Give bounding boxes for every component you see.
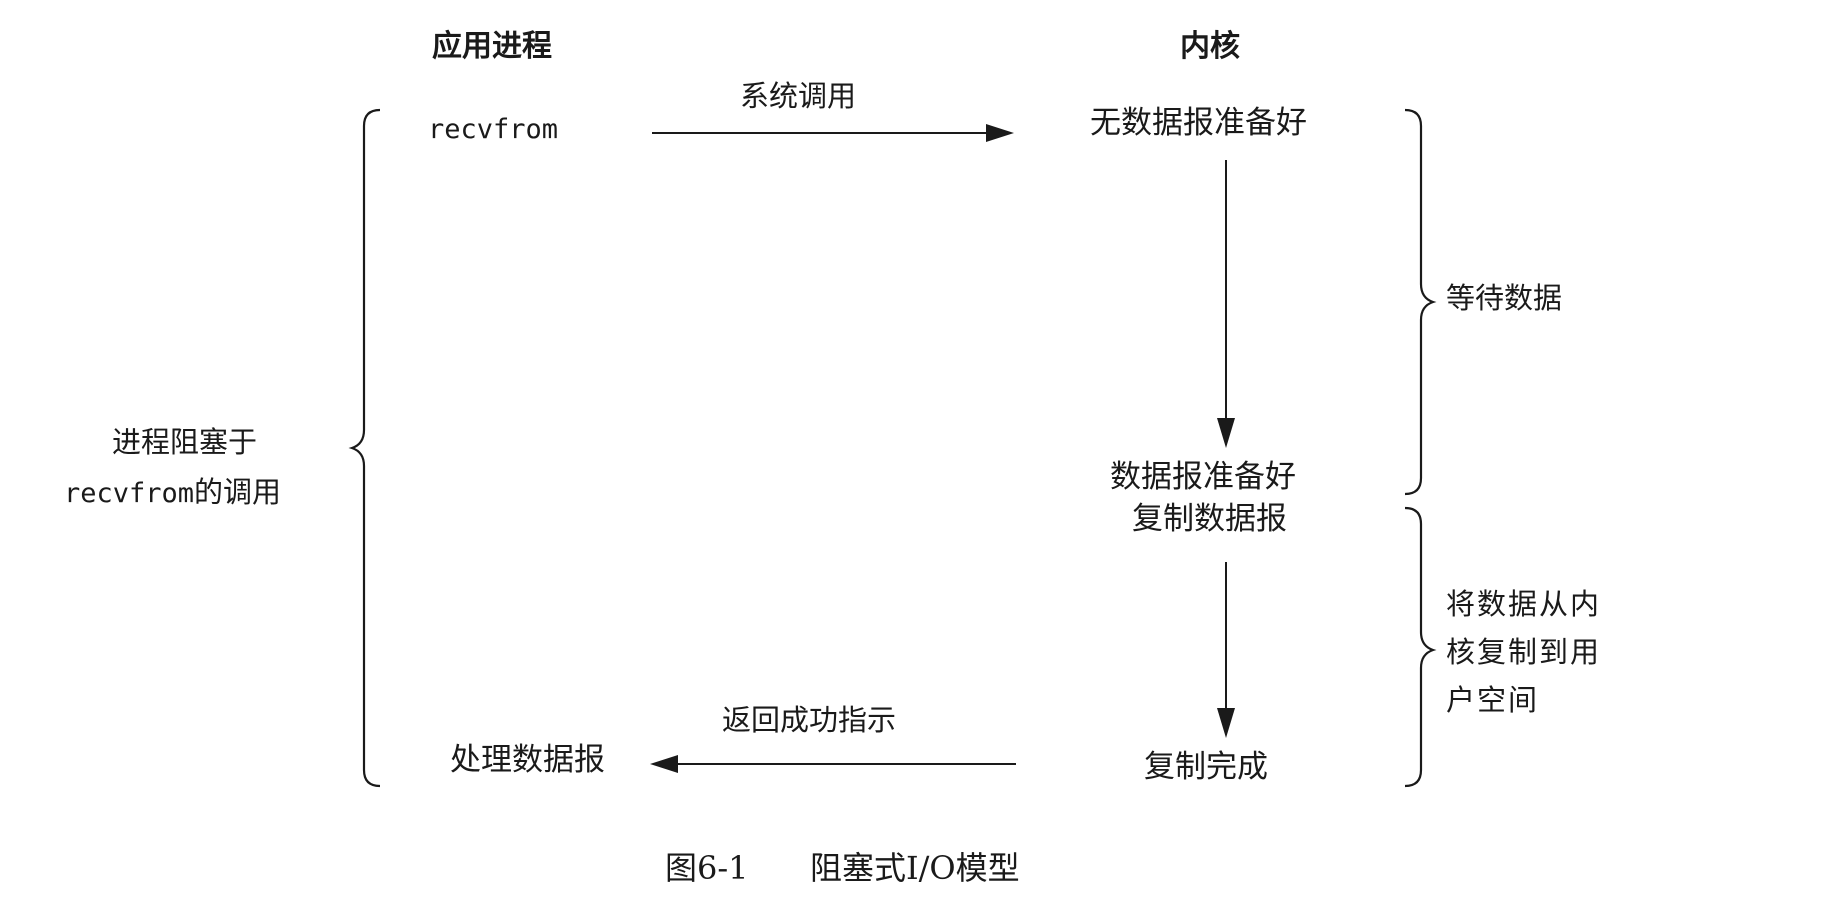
recvfrom-call-label: recvfrom bbox=[428, 114, 559, 145]
left-brace bbox=[348, 108, 381, 788]
copy-phase-line3: 户空间 bbox=[1446, 683, 1540, 717]
return-arrowhead bbox=[650, 755, 678, 773]
system-call-arrowhead bbox=[986, 124, 1014, 142]
blocked-label-line2: recvfrom的调用 bbox=[64, 475, 282, 509]
right-brace-wait bbox=[1404, 108, 1437, 496]
no-datagram-ready-label: 无数据报准备好 bbox=[1090, 105, 1307, 141]
process-datagram-label: 处理数据报 bbox=[450, 742, 605, 778]
return-success-label: 返回成功指示 bbox=[722, 703, 897, 737]
blocked-label-line1: 进程阻塞于 bbox=[112, 425, 258, 459]
kernel-header: 内核 bbox=[1180, 29, 1240, 64]
blocked-recvfrom-code: recvfrom bbox=[64, 478, 195, 509]
app-process-header: 应用进程 bbox=[432, 29, 552, 64]
right-brace-copy bbox=[1404, 506, 1437, 788]
blocked-call-text: 的调用 bbox=[194, 475, 282, 509]
system-call-label: 系统调用 bbox=[740, 79, 857, 113]
figure-number: 图6-1 bbox=[665, 849, 749, 887]
datagram-ready-label: 数据报准备好 bbox=[1110, 459, 1296, 495]
copy-phase-line1: 将数据从内 bbox=[1446, 587, 1602, 621]
copy-datagram-label: 复制数据报 bbox=[1132, 501, 1287, 537]
wait-for-data-label: 等待数据 bbox=[1446, 281, 1563, 315]
copy-down-arrowhead bbox=[1217, 708, 1235, 738]
wait-down-arrowhead bbox=[1217, 418, 1235, 448]
copy-complete-label: 复制完成 bbox=[1144, 749, 1268, 785]
figure-title: 阻塞式I/O模型 bbox=[810, 849, 1020, 887]
copy-phase-line2: 核复制到用 bbox=[1446, 635, 1602, 669]
